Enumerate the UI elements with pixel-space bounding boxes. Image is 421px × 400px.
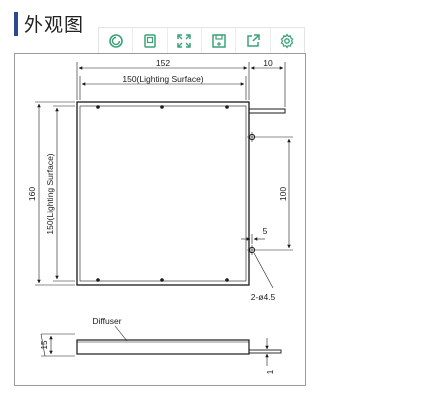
screw-top-center <box>160 105 164 109</box>
screw-bottom-center <box>160 278 164 282</box>
dim-hole-offset-label: 5 <box>263 226 268 236</box>
settings-button[interactable] <box>271 28 304 54</box>
settings-icon <box>280 33 294 49</box>
side-view-tab <box>248 349 282 354</box>
page-title: 外观图 <box>24 14 85 36</box>
dim-height-label: 160 <box>27 187 37 201</box>
screw-top-left <box>96 105 100 109</box>
screw-top-right <box>225 105 229 109</box>
refresh-button[interactable] <box>99 28 134 54</box>
drawing-canvas: 152 10 150(Lighting Surface) 160 150(Lig… <box>27 58 293 374</box>
share-button[interactable] <box>236 28 271 54</box>
fullscreen-button[interactable] <box>168 28 202 54</box>
dim-lighting-width-label: 150(Lighting Surface) <box>122 74 203 84</box>
image-toolbar <box>98 27 305 55</box>
dim-hole-spacing-label: 100 <box>278 187 288 201</box>
share-icon <box>247 34 260 47</box>
dim-lighting-height-label: 150(Lighting Surface) <box>45 153 55 234</box>
screw-bottom-right <box>225 278 229 282</box>
dim-thickness-label: 15 <box>40 340 49 349</box>
refresh-icon <box>108 34 123 48</box>
hole-callout-label: 2-ø4.5 <box>251 292 276 302</box>
technical-drawing: 152 10 150(Lighting Surface) 160 150(Lig… <box>14 53 306 386</box>
copy-button[interactable] <box>133 28 168 54</box>
dim-width-label: 152 <box>156 58 170 68</box>
screw-bottom-left <box>96 278 100 282</box>
side-view-body <box>76 339 250 355</box>
cable-tab <box>248 108 286 114</box>
copy-icon <box>144 34 156 48</box>
dim-tab-label: 10 <box>263 58 273 68</box>
diffuser-label: Diffuser <box>92 316 121 326</box>
dim-tab-thickness-label: 1 <box>266 369 275 374</box>
save-button[interactable] <box>202 28 237 54</box>
title-accent-bar <box>14 11 18 36</box>
panel-outline <box>76 101 250 286</box>
fullscreen-icon <box>177 34 192 48</box>
title-bar: 外观图 <box>14 10 84 37</box>
save-icon <box>211 34 226 48</box>
lighting-surface <box>79 105 247 282</box>
